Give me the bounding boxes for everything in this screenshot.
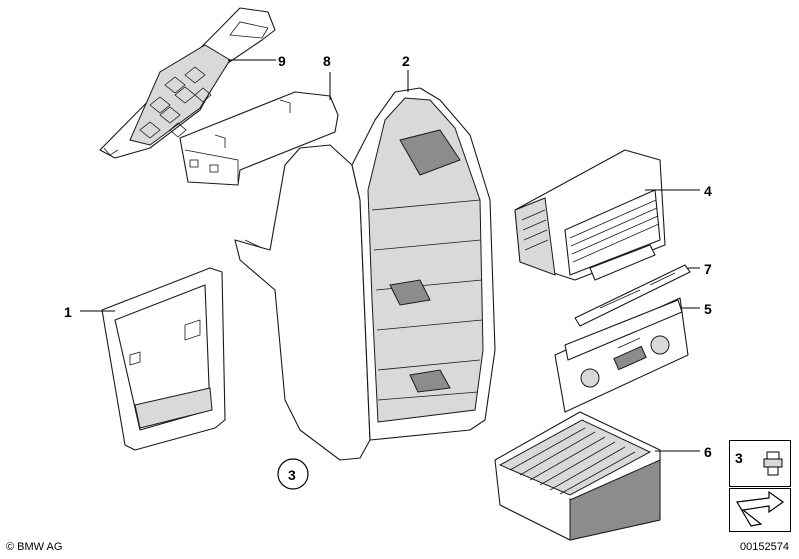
- callout-3-circle: 3: [277, 458, 309, 490]
- part-2-console-housing: [234, 87, 496, 461]
- callout-5: 5: [704, 301, 712, 317]
- copyright-label: © BMW AG: [6, 541, 63, 553]
- clip-fastener-icon: [763, 451, 783, 476]
- inset-part-3: 3: [729, 440, 791, 532]
- arrow-icon: [736, 490, 785, 527]
- callout-2: 2: [402, 53, 410, 69]
- part-6-storage-box: [494, 411, 661, 541]
- part-8-bracket: [179, 91, 339, 186]
- callout-4: 4: [704, 183, 712, 199]
- part-9-cover-grille: [99, 7, 276, 159]
- part-5-control-panel: [554, 297, 689, 413]
- part-7-trim-strip: [574, 264, 691, 327]
- callout-3-inset: 3: [735, 450, 743, 466]
- callout-7: 7: [704, 261, 712, 277]
- drawing-number: 00152574: [740, 541, 789, 553]
- callout-9: 9: [278, 53, 286, 69]
- callout-8: 8: [323, 53, 331, 69]
- callout-6: 6: [704, 444, 712, 460]
- callout-1: 1: [64, 304, 72, 320]
- svg-text:3: 3: [288, 467, 296, 483]
- part-1-frame: [101, 267, 226, 451]
- part-4-air-vent: [514, 149, 666, 281]
